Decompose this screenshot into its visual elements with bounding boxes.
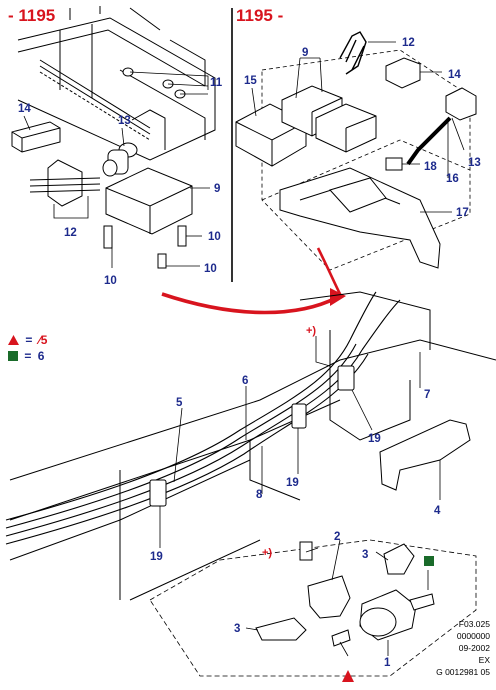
bolt-plus: [299, 541, 313, 561]
reference-line: G 0012981 05: [436, 667, 490, 677]
green-square-icon: [8, 351, 18, 361]
lower-leaders: [159, 336, 441, 657]
clip-18: [385, 157, 403, 171]
reference-line: F03.025: [458, 619, 490, 629]
callout-10-a: 10: [208, 231, 221, 243]
callout-11: 11: [210, 77, 223, 89]
left-panel-chassis: [17, 6, 216, 161]
callout-10-b: 10: [104, 275, 117, 287]
left-leaders: [23, 71, 210, 268]
plus-marker-a: +): [306, 325, 316, 337]
callout-4: 4: [434, 505, 441, 517]
callout-6: 6: [242, 375, 248, 387]
callout-18: 18: [424, 161, 437, 173]
red-triangle-marker: [342, 670, 354, 682]
bracket-14-right: [385, 57, 421, 89]
callout-9-left: 9: [214, 183, 220, 195]
callout-8: 8: [256, 489, 263, 501]
fitting-13-left: [102, 142, 138, 177]
callout-13-right: 13: [468, 157, 481, 169]
reference-block: F03.025 0000000 09-2002 EX G 0012981 05: [436, 618, 490, 678]
legend-equals-1: =: [25, 333, 33, 347]
callout-15: 15: [244, 75, 257, 87]
callout-3-a: 3: [362, 549, 368, 561]
callout-5: 5: [176, 397, 183, 409]
right-panel-outline: [261, 49, 471, 271]
callout-14-left: 14: [18, 103, 31, 115]
hose-16: [406, 116, 452, 166]
legend-row-1: = ⁄5: [8, 333, 47, 347]
right-panel-header: 1195 -: [236, 6, 284, 25]
callout-19-b: 19: [286, 477, 299, 489]
callout-3-b: 3: [234, 623, 240, 635]
reference-line: 0000000: [456, 631, 490, 641]
callout-1: 1: [384, 657, 391, 669]
flow-arrow: [161, 247, 346, 315]
reference-line: EX: [478, 655, 490, 665]
bolts-10: [103, 225, 187, 269]
red-triangle-icon: [8, 335, 19, 345]
pipes-12-right: [339, 31, 367, 75]
bracket-14-left: [11, 121, 61, 153]
callout-17: 17: [456, 207, 469, 219]
bracket-17: [279, 167, 441, 269]
clips-19: [149, 365, 355, 507]
clips-3: [255, 543, 415, 641]
filter-box-9-left: [105, 167, 193, 235]
green-square-marker: [424, 556, 434, 566]
callout-16: 16: [446, 173, 459, 185]
legend-row-2: = 6: [8, 349, 44, 363]
clip-12-left: [29, 159, 101, 207]
reference-line: 09-2002: [458, 643, 490, 653]
legend-value-1: ⁄5: [38, 333, 48, 347]
callout-12-right: 12: [402, 37, 415, 49]
legend-equals-2: =: [24, 349, 32, 363]
filter-detail-frame: [149, 539, 477, 677]
plus-marker-b: +): [262, 547, 272, 559]
callout-14-right: 14: [448, 69, 461, 81]
bracket-4: [379, 419, 471, 491]
right-leaders: [251, 41, 465, 213]
fuel-lines: [5, 291, 401, 545]
left-panel-header: - 1195: [8, 6, 56, 25]
callout-2: 2: [334, 531, 340, 543]
callout-9-right: 9: [302, 47, 308, 59]
callout-19-c: 19: [150, 551, 163, 563]
lower-chassis: [9, 291, 496, 601]
callout-labels: 11 14 13 9 12 10 10 10 9 12 14 15 13 18 …: [18, 37, 481, 669]
clamp-2: [307, 575, 351, 619]
filters-9-right: [281, 85, 377, 153]
callout-13-left: 13: [118, 115, 131, 127]
callout-7: 7: [424, 389, 430, 401]
fitting-13-right: [445, 87, 477, 121]
callout-19-a: 19: [368, 433, 381, 445]
fuel-filter-1: [331, 589, 435, 647]
legend-value-2: 6: [37, 349, 45, 363]
callout-12-left: 12: [64, 227, 77, 239]
callout-10-c: 10: [204, 263, 217, 275]
